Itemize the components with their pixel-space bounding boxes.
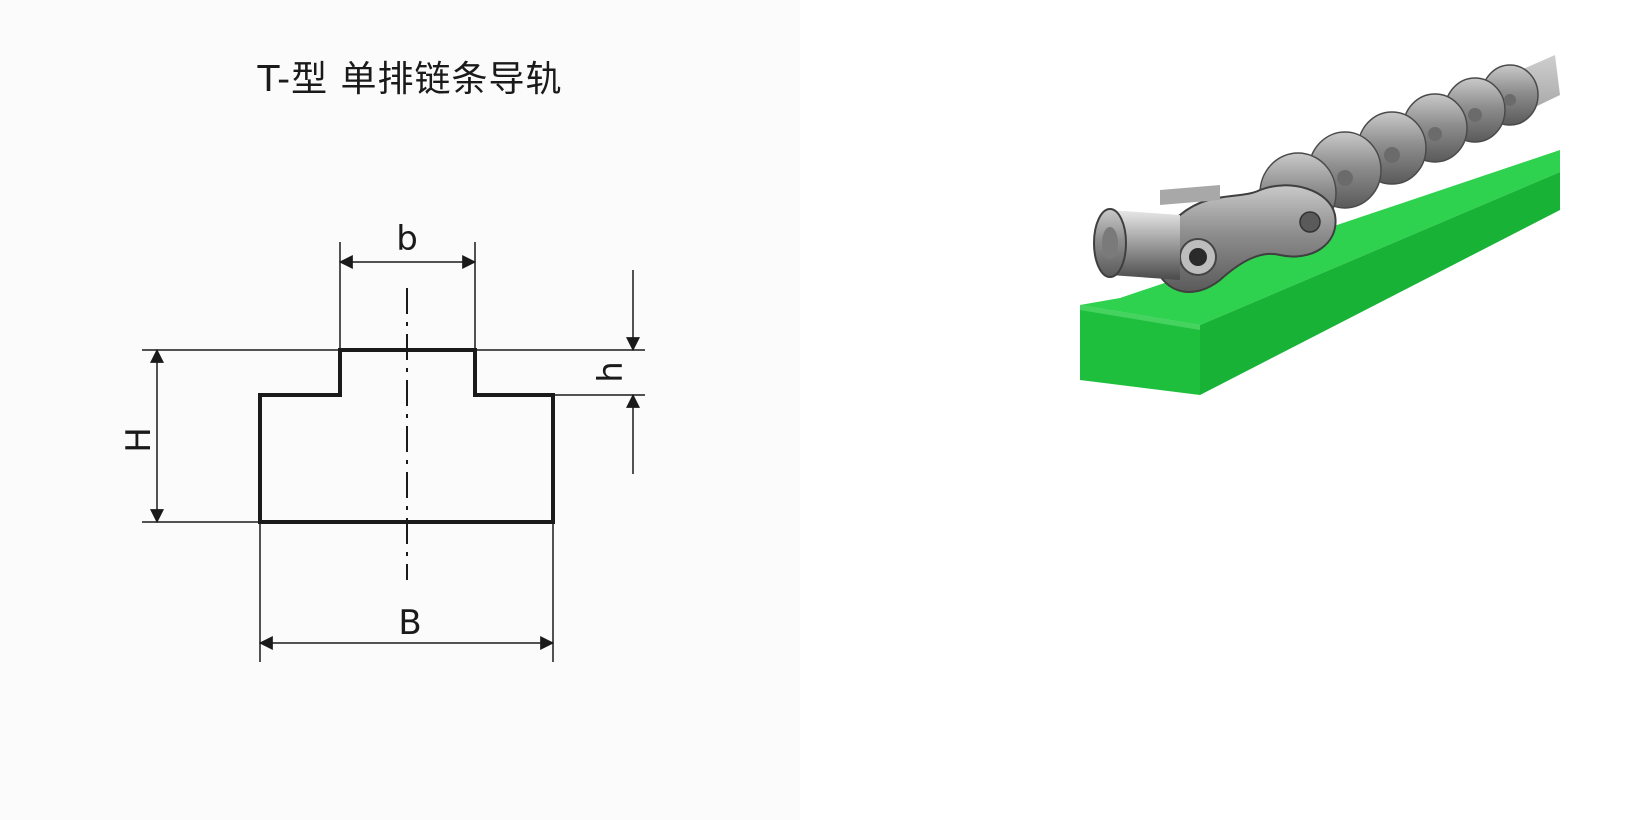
product-photo <box>820 0 1630 820</box>
roller-chain <box>1093 55 1560 293</box>
dim-B-label: B <box>398 603 421 643</box>
t-profile-drawing: b B H h <box>119 219 645 662</box>
diagram-title: T-型 单排链条导轨 <box>257 59 563 100</box>
drawing-panel: T-型 单排链条导轨 b B H <box>0 0 800 820</box>
dim-b-label: b <box>396 219 418 259</box>
chain-rail-illustration <box>1080 55 1560 395</box>
dim-h-label: h <box>591 361 631 383</box>
dim-H-label: H <box>119 427 159 453</box>
